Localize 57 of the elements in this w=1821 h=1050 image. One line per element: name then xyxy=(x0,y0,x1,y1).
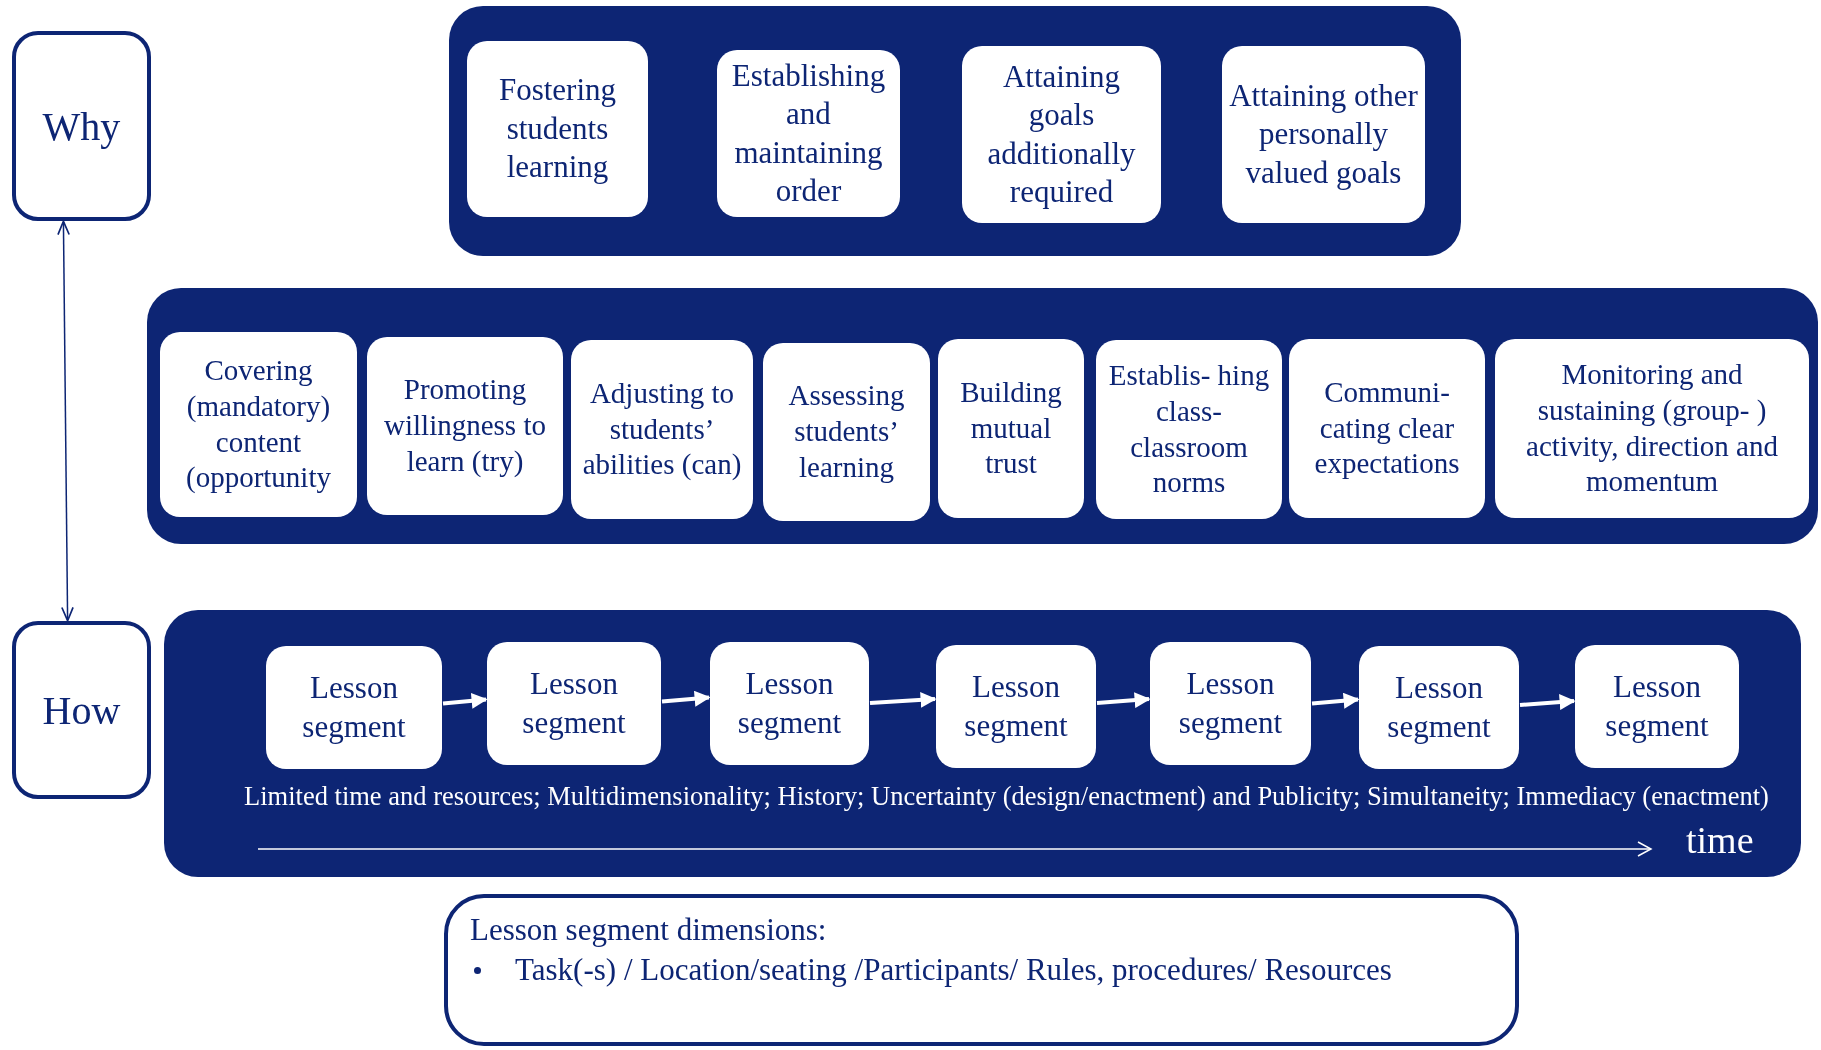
item-box xyxy=(1289,339,1485,518)
arrow xyxy=(869,691,937,708)
constraints-text: Limited time and resources; Multidimensionality; History; Uncertainty (design/enactment) and Publicity; Simultaneity; Immediacy (enactment) xyxy=(244,781,1769,812)
notes-heading: Lesson segment dimensions: xyxy=(470,912,828,948)
arrow xyxy=(57,220,74,622)
arrow xyxy=(442,692,488,709)
item-box xyxy=(1575,645,1739,768)
item-box xyxy=(1359,646,1519,769)
group-band xyxy=(147,288,1818,544)
item-box xyxy=(710,642,869,765)
side-label: Why xyxy=(42,102,121,150)
item-box xyxy=(467,41,648,217)
item-text: Attaining other personally valued goals xyxy=(1228,76,1419,192)
label-box xyxy=(12,31,151,221)
item-box xyxy=(717,50,900,217)
item-box xyxy=(962,46,1161,223)
item-box xyxy=(160,332,357,517)
item-text: Attaining goals additionally required xyxy=(986,57,1137,211)
item-box xyxy=(1495,339,1809,518)
item-text: Lesson segment xyxy=(1604,668,1710,745)
item-text: Monitoring and sustaining (group- ) activity, direction and momentum xyxy=(1525,356,1779,500)
item-text: Covering (mandatory) content (opportunity xyxy=(185,352,332,496)
item-box xyxy=(266,646,442,769)
arrow xyxy=(1311,692,1360,709)
item-box xyxy=(936,645,1096,768)
item-text: Fostering students learning xyxy=(497,71,618,187)
item-box xyxy=(1096,340,1282,519)
arrow xyxy=(661,690,711,707)
item-box xyxy=(571,340,753,519)
item-text: Establis- hing class- classroom norms xyxy=(1107,357,1271,501)
item-box xyxy=(1150,642,1311,765)
item-text: Lesson segment xyxy=(301,669,407,746)
item-text: Assessing students’ learning xyxy=(787,378,906,485)
notes-box xyxy=(444,894,1519,1046)
item-text: Lesson segment xyxy=(736,665,843,742)
group-band xyxy=(164,610,1801,877)
item-text: Communi- cating clear expectations xyxy=(1313,374,1461,482)
label-box xyxy=(12,621,151,799)
side-label: How xyxy=(42,686,121,734)
group-band xyxy=(449,6,1461,256)
item-text: Lesson segment xyxy=(1177,665,1284,742)
item-box xyxy=(938,339,1084,518)
item-box xyxy=(763,343,930,521)
arrow xyxy=(1519,694,1576,711)
item-text: Building mutual trust xyxy=(959,374,1063,482)
item-text: Lesson segment xyxy=(1386,669,1492,746)
arrow xyxy=(1096,692,1151,709)
item-box xyxy=(367,337,563,515)
time-label: time xyxy=(1686,818,1754,862)
item-box xyxy=(487,642,661,765)
item-text: Lesson segment xyxy=(963,668,1069,745)
item-text: Adjusting to students’ abilities (can) xyxy=(581,375,743,483)
item-text: Promoting willingness to learn (try) xyxy=(383,372,547,479)
item-text: Establishing and maintaining order xyxy=(730,56,887,210)
item-text: Lesson segment xyxy=(521,665,627,742)
item-box xyxy=(1222,46,1425,223)
notes-item: Task(-s) / Location/seating /Participants/ Rules, procedures/ Resources xyxy=(515,952,1392,988)
